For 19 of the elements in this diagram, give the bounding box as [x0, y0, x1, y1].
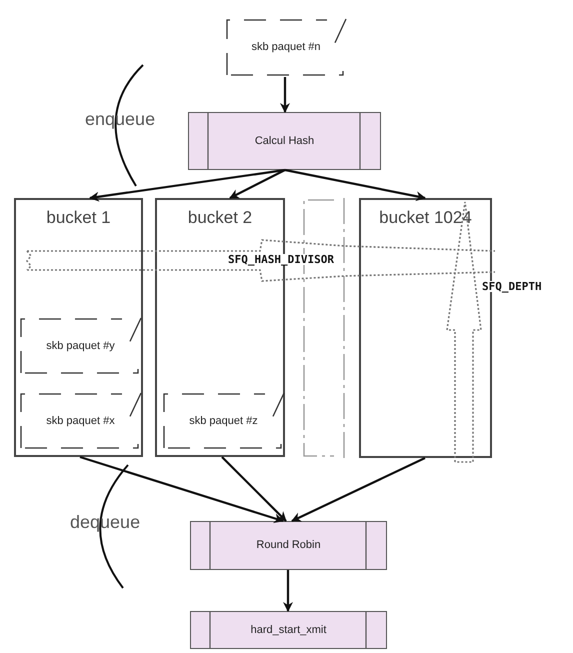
process-box [190, 611, 387, 649]
arrow [80, 456, 284, 524]
bucket-label: bucket 1 [45, 208, 112, 228]
parameter-label: SFQ_DEPTH [482, 281, 542, 292]
arrow [280, 77, 290, 113]
arrow [291, 457, 426, 522]
process-box [190, 521, 387, 570]
box-text: Calcul Hash [254, 134, 314, 148]
box-text: hard_start_xmit [250, 622, 326, 638]
parameter-label: SFQ_HASH_DIVISOR [228, 254, 334, 265]
box-text: Round Robin [256, 538, 321, 553]
bucket-label: bucket 1024 [378, 208, 473, 228]
arrow [89, 168, 286, 202]
bucket-label: bucket 2 [186, 208, 254, 228]
arrow [284, 168, 426, 202]
process-box [188, 112, 381, 170]
arrow [229, 169, 286, 199]
arrow [221, 456, 287, 522]
arrow [283, 570, 293, 612]
